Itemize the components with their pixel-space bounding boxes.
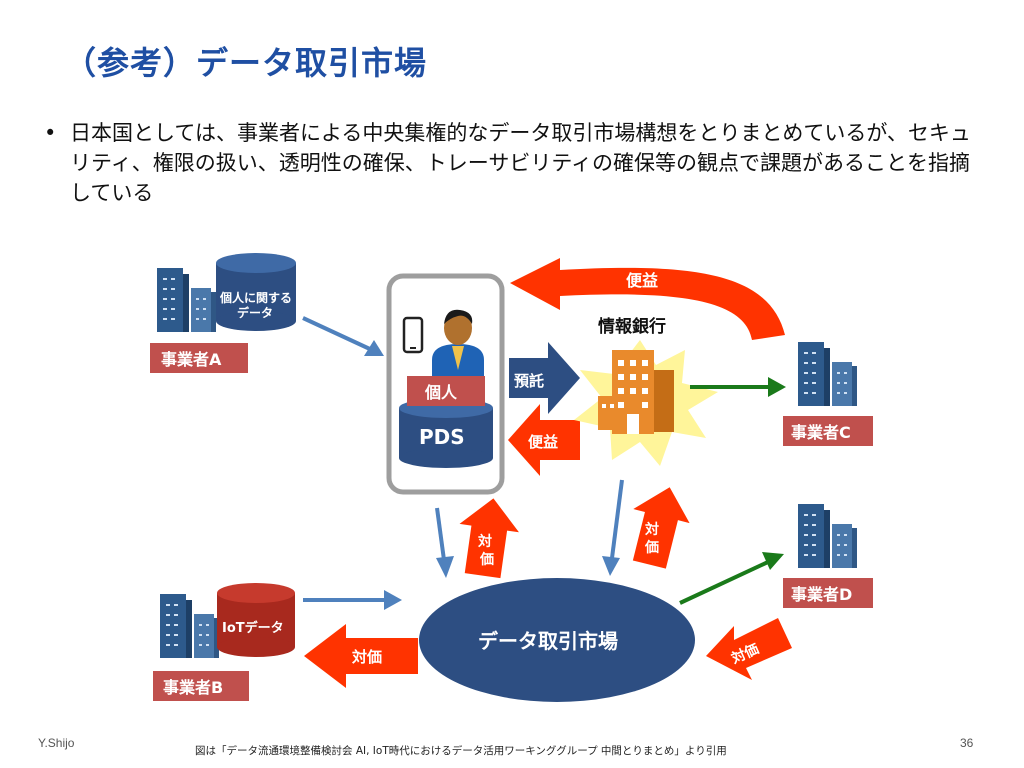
price-b-label: 対価	[351, 648, 382, 666]
personal-data-label-1: 個人に関する	[219, 290, 292, 305]
page-number: 36	[960, 736, 974, 750]
building-icon-operator-c	[798, 342, 857, 406]
entrust-arrow	[509, 342, 580, 414]
price-pds-arrow	[459, 498, 519, 579]
price-pds-label-2: 価	[479, 551, 494, 568]
price-bank-label-2: 価	[644, 539, 659, 556]
operator-c-label: 事業者C	[791, 423, 851, 442]
individual-badge	[407, 376, 485, 406]
person-icon	[432, 309, 484, 380]
price-b-arrow	[304, 624, 418, 688]
benefit-top-label: 便益	[626, 271, 658, 290]
bank-building-icon	[598, 350, 674, 434]
operator-c-badge	[783, 416, 873, 446]
iot-data-cylinder	[217, 583, 295, 657]
building-icon-operator-d	[798, 504, 857, 568]
operator-b-badge	[153, 671, 249, 701]
building-icon-operator-b	[160, 594, 219, 658]
iot-data-label: IoTデータ	[222, 620, 284, 636]
page-title: （参考）データ取引市場	[64, 44, 428, 82]
price-d-arrow	[706, 618, 792, 680]
info-bank-label: 情報銀行	[598, 316, 666, 337]
personal-data-label-2: データ	[237, 305, 273, 320]
benefit-curved-arrow	[510, 258, 785, 340]
pds-label: PDS	[419, 425, 465, 449]
building-icon-operator-a	[157, 268, 216, 332]
operator-b-label: 事業者B	[163, 678, 223, 697]
operator-d-badge	[783, 578, 873, 608]
benefit-mid-arrow	[508, 404, 580, 476]
price-bank-label-1: 対	[644, 521, 659, 538]
bullet-text: 日本国としては、事業者による中央集権的なデータ取引市場構想をとりまとめているが、…	[70, 121, 971, 205]
personal-data-cylinder	[216, 253, 296, 331]
footer-author: Y.Shijo	[38, 736, 75, 750]
price-pds-label-1: 対	[477, 533, 492, 550]
entrust-label: 預託	[514, 372, 544, 390]
bullet-marker: •	[44, 121, 57, 145]
footer-source: 図は「データ流通環境整備検討会 AI, IoT時代におけるデータ活用ワーキンググ…	[195, 745, 727, 757]
operator-a-badge	[150, 343, 248, 373]
smartphone-icon	[402, 316, 424, 354]
data-market-ellipse	[419, 578, 695, 702]
operator-a-label: 事業者A	[161, 350, 222, 369]
benefit-mid-label: 便益	[528, 433, 558, 451]
individual-label: 個人	[424, 383, 458, 402]
price-bank-arrow	[632, 487, 690, 569]
data-market-label: データ取引市場	[478, 629, 618, 653]
operator-d-label: 事業者D	[791, 585, 852, 604]
